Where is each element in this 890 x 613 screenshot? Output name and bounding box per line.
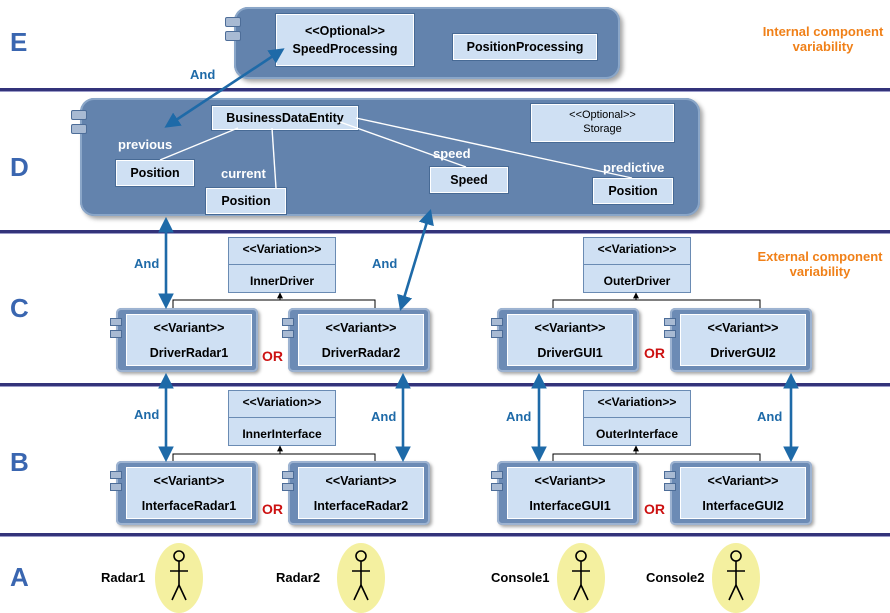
layer-label-d: D bbox=[10, 152, 29, 182]
role-speed: speed bbox=[433, 146, 471, 161]
hierarchy-outer-driver-left bbox=[552, 299, 636, 308]
driver-radar1-component[interactable]: <<Variant>>DriverRadar1 bbox=[110, 308, 258, 372]
position-previous-box[interactable]: Position bbox=[116, 160, 194, 186]
position-processing-box[interactable]: PositionProcessing bbox=[453, 34, 597, 60]
layer-divider-cb bbox=[0, 383, 890, 387]
layer-divider-dc bbox=[0, 230, 890, 234]
and-arrow-d-c-right bbox=[397, 209, 434, 311]
or-label-b-left: OR bbox=[262, 501, 283, 517]
role-current: current bbox=[221, 166, 266, 181]
layer-divider-ba bbox=[0, 533, 890, 537]
interface-radar2-component[interactable]: <<Variant>>InterfaceRadar2 bbox=[282, 461, 430, 525]
or-label-c-left: OR bbox=[262, 348, 283, 364]
actor-icon-radar2 bbox=[352, 550, 370, 601]
outer-driver-variation[interactable]: <<Variation>> OuterDriver bbox=[584, 238, 690, 292]
association-previous bbox=[159, 127, 239, 161]
position-current-box[interactable]: Position bbox=[206, 188, 286, 214]
hierarchy-inner-driver-right bbox=[280, 299, 376, 308]
and-label-c-b-2: And bbox=[371, 409, 397, 424]
interface-gui1-component[interactable]: <<Variant>>InterfaceGUI1 bbox=[491, 461, 639, 525]
actor-label-console2: Console2 bbox=[646, 570, 705, 585]
or-label-c-right: OR bbox=[644, 345, 665, 361]
inner-interface-variation[interactable]: <<Variation>> InnerInterface bbox=[229, 391, 335, 445]
actor-label-console1: Console1 bbox=[491, 570, 550, 585]
driver-gui2-component[interactable]: <<Variant>>DriverGUI2 bbox=[664, 308, 812, 372]
hierarchy-inner-interface-left bbox=[172, 453, 280, 461]
and-label-c-b-1: And bbox=[134, 407, 160, 422]
hierarchy-outer-interface-left bbox=[552, 453, 636, 461]
and-label-d-c-right: And bbox=[372, 256, 398, 271]
layer-label-c: C bbox=[10, 293, 29, 323]
actor-label-radar2: Radar2 bbox=[276, 570, 321, 585]
position-predictive-box[interactable]: Position bbox=[593, 178, 673, 204]
inner-driver-variation[interactable]: <<Variation>> InnerDriver bbox=[229, 238, 335, 292]
speed-box[interactable]: Speed bbox=[430, 167, 508, 193]
or-label-b-right: OR bbox=[644, 501, 665, 517]
and-label-c-b-4: And bbox=[757, 409, 783, 424]
role-previous: previous bbox=[118, 137, 173, 152]
association-current bbox=[271, 127, 277, 189]
hierarchy-inner-driver-left bbox=[172, 299, 280, 308]
driver-radar2-component[interactable]: <<Variant>>DriverRadar2 bbox=[282, 308, 430, 372]
actor-icon-console1 bbox=[572, 550, 590, 601]
and-label-e-d: And bbox=[190, 67, 216, 82]
association-predictive bbox=[355, 117, 633, 179]
layer-label-b: B bbox=[10, 447, 29, 477]
actor-icon-radar1 bbox=[170, 550, 188, 601]
speed-processing-box[interactable]: <<Optional>> SpeedProcessing bbox=[276, 14, 414, 66]
interface-gui2-component[interactable]: <<Variant>>InterfaceGUI2 bbox=[664, 461, 812, 525]
outer-interface-variation[interactable]: <<Variation>> OuterInterface bbox=[584, 391, 690, 445]
storage-box[interactable]: <<Optional>> Storage bbox=[531, 104, 674, 142]
layer-label-e: E bbox=[10, 27, 28, 57]
internal-variability-note: Internal component variability bbox=[762, 24, 884, 54]
and-arrow-e-d bbox=[164, 48, 285, 128]
hierarchy-inner-interface-right bbox=[280, 453, 376, 461]
driver-gui1-component[interactable]: <<Variant>>DriverGUI1 bbox=[491, 308, 639, 372]
external-variability-note: External component variability bbox=[757, 249, 883, 279]
hierarchy-outer-driver-right bbox=[636, 299, 761, 308]
layer-divider-ed bbox=[0, 88, 890, 92]
association-speed bbox=[339, 121, 467, 168]
interface-radar1-component[interactable]: <<Variant>>InterfaceRadar1 bbox=[110, 461, 258, 525]
role-predictive: predictive bbox=[603, 160, 665, 175]
actor-label-radar1: Radar1 bbox=[101, 570, 146, 585]
and-label-c-b-3: And bbox=[506, 409, 532, 424]
actor-icon-console2 bbox=[727, 550, 745, 601]
layer-label-a: A bbox=[10, 562, 29, 592]
and-label-d-c-left: And bbox=[134, 256, 160, 271]
hierarchy-outer-interface-right bbox=[636, 453, 761, 461]
